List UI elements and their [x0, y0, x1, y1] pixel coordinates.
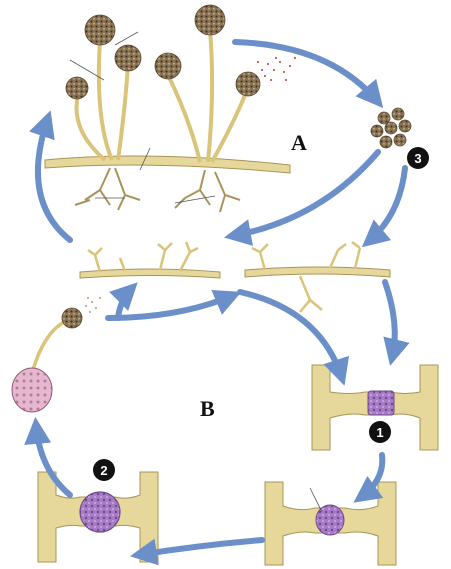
marker-2: 2 [93, 459, 115, 481]
label-b: B [200, 396, 215, 421]
pointer-lines [70, 32, 215, 203]
sporangiophore-4 [168, 75, 200, 162]
released-spores [257, 57, 296, 81]
arrow-mycelium-to-sporangia [38, 118, 70, 240]
spore-cluster [371, 108, 411, 148]
svg-text:3: 3 [414, 151, 421, 166]
mature-zygospore [12, 368, 52, 412]
label-a: A [291, 130, 307, 155]
rhizoid-left [75, 168, 140, 210]
rhizoid-right [175, 170, 240, 212]
sporangia-a [66, 5, 260, 99]
cycle-arrows [36, 42, 405, 555]
germ-sporangium [62, 308, 82, 328]
sporangium-5 [195, 5, 225, 35]
sporangiophore-5 [208, 30, 212, 162]
svg-text:1: 1 [376, 425, 383, 440]
sporangium-6-bursting [236, 72, 260, 96]
mycelium-middle-left [80, 242, 220, 278]
sporangiophore-1 [99, 40, 112, 160]
conjugation-stage-3 [38, 472, 158, 562]
svg-text:2: 2 [100, 463, 107, 478]
arrow-spores-to-mycelium-right [368, 168, 405, 242]
sporangium-1 [85, 15, 115, 45]
sporangiophore-2 [118, 65, 128, 160]
germinating-zygospore [12, 297, 101, 412]
marker-1: 1 [369, 421, 391, 443]
stolon [45, 156, 290, 173]
arrow-right-mycelium-to-stage1 [385, 282, 395, 358]
arrow-germ-to-mycelium-up [118, 288, 132, 318]
sporangium-3 [66, 77, 88, 99]
sporangium-4 [155, 53, 181, 79]
sporangium-2 [115, 45, 141, 71]
marker-3: 3 [407, 147, 429, 169]
conjugation-stage-2 [265, 482, 396, 565]
sporangiophore-6 [212, 95, 245, 162]
